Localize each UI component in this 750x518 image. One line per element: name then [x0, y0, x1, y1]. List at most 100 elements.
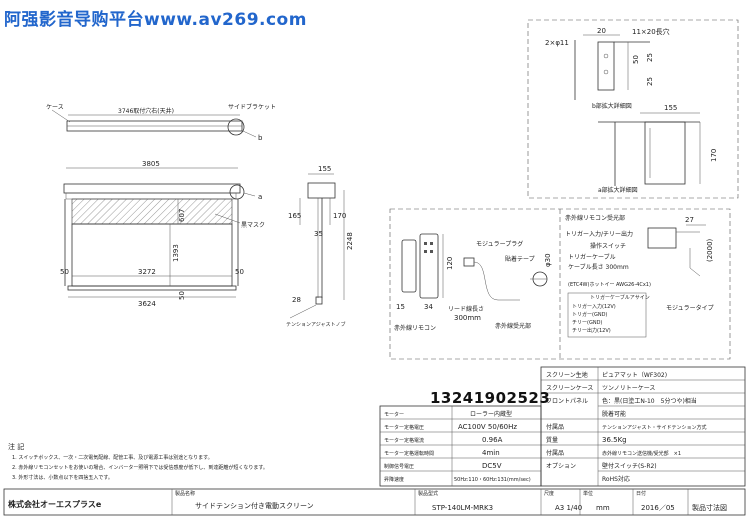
label-trigger-in: トリガー入力/チリー出力: [565, 230, 633, 238]
spec-r-value-4: テンションアジャスト・サイドテンション方式: [602, 424, 707, 431]
spec-l-value-4: DC5V: [482, 462, 502, 470]
spec-table-left: モーター ローラー内蔵型 モーター定格電圧 AC100V 50/60Hz モータ…: [379, 405, 542, 487]
dim-left-edge: 50: [60, 268, 69, 276]
dim-remote-15: 15: [396, 303, 405, 311]
dim-27: 27: [685, 216, 694, 224]
spec-l-label-4: 制御信号電圧: [384, 463, 414, 470]
spec-l-value-5: 50Hz:110・60Hz:131(mm/sec): [454, 477, 531, 483]
dim-side-165: 165: [288, 212, 301, 220]
spec-l-value-0: ローラー内蔵型: [470, 410, 512, 418]
spec-r-label-7: オプション: [546, 463, 576, 470]
note-line-2: 2. 赤外線リモコンセットをお使いの場合、インバーター照明下では受信感度が低下し…: [12, 464, 268, 471]
watermark: 阿强影音导购平台www.av269.com: [4, 10, 307, 30]
title-block: 株式会社オーエスプラスe 製品名称 サイドテンション付き電動スクリーン 製品型式…: [3, 488, 746, 516]
unit-value: mm: [596, 504, 610, 512]
phone-number: 13241902523: [430, 389, 551, 407]
spec-r-label-0: スクリーン生地: [546, 371, 588, 379]
dim-right-edge: 50: [235, 268, 244, 276]
product-name: サイドテンション付き電動スクリーン: [195, 501, 314, 510]
dim-phi30: φ30: [544, 253, 552, 267]
dim-2000: (2000): [706, 238, 714, 262]
spec-r-value-5: 36.5Kg: [602, 436, 627, 444]
model-label: 製品型式: [418, 490, 438, 497]
spec-l-value-1: AC100V 50/60Hz: [458, 423, 517, 431]
dim-side-2248: 2248: [346, 232, 354, 250]
label-side-bracket: サイドブラケット: [228, 103, 276, 111]
notes-title: 注 記: [8, 442, 24, 451]
spec-r-label-4: 付属品: [546, 423, 564, 431]
spec-l-value-3: 4min: [482, 449, 500, 457]
label-black-mask: 黒マスク: [241, 222, 265, 229]
dim-detail-a-170: 170: [710, 149, 718, 162]
scale-label: 尺度: [544, 490, 554, 497]
side-view: 155 165 170 35 2248 28 テンションアジャストノブ: [286, 165, 354, 328]
label-case: ケース: [46, 104, 64, 111]
spec-r-value-7: 壁付スイッチ(S-R2): [602, 462, 657, 470]
spec-r-value-8: RoHS対応: [602, 475, 630, 483]
label-receiver-top: 赤外線リモコン受光部: [565, 214, 625, 222]
status-value: 製品寸法図: [692, 503, 727, 512]
unit-label: 単位: [583, 490, 593, 497]
spec-r-value-1: ツンノリトーケース: [602, 385, 655, 392]
trigger-table-title: トリガーケーブルアサイン: [590, 294, 650, 301]
spec-r-value-2: 色：黒(日塗工N-10 5分つや)相当: [602, 397, 697, 405]
spec-r-label-1: スクリーンケース: [546, 385, 593, 392]
trigger-row-2: トリガー(GND): [572, 311, 607, 318]
dim-detail-25b: 25: [646, 77, 654, 86]
label-a: a: [258, 193, 262, 201]
label-tension: テンションアジャストノブ: [286, 321, 346, 328]
spec-r-value-0: ピュアマット（WF302): [602, 372, 667, 379]
label-slot: 11×20長穴: [632, 27, 670, 36]
notes: 注 記 1. スイッチボックス、一次・二次電気配線、配管工事、及び電源工事は別途…: [8, 442, 268, 481]
spec-r-value-3: 脱着可能: [602, 410, 626, 418]
spec-l-label-2: モーター定格電流: [384, 437, 424, 444]
dim-remote-34: 34: [424, 303, 433, 311]
trigger-row-4: チリー出力(12V): [572, 327, 611, 334]
dim-mask: 607: [178, 209, 186, 222]
detail-b: 2×φ11 20 11×20長穴 50 25 25 b部拡大詳細図: [527, 19, 739, 199]
label-modular: モジュラープラグ: [476, 240, 523, 248]
spec-l-label-3: モーター定格運転時間: [384, 450, 434, 457]
label-remote: 赤外線リモコン: [394, 324, 436, 332]
label-tape: 貼着テープ: [505, 255, 535, 263]
label-modular-type: モジュラータイプ: [666, 304, 714, 312]
spec-r-label-5: 質量: [546, 436, 558, 444]
label-receiver: 赤外線受光部: [495, 322, 531, 330]
dim-bottom-small: 50: [178, 291, 186, 300]
dim-side-28: 28: [292, 296, 301, 304]
scale-value: A3 1/40: [555, 504, 582, 512]
spec-r-value-6: 赤外線リモコン送信機/受光部 ×1: [602, 450, 681, 457]
remote-section: 120 15 34 赤外線リモコン モジュラープラグ 貼着テープ φ30 リード…: [389, 208, 731, 360]
spec-l-value-2: 0.96A: [482, 436, 503, 444]
dim-height: 1393: [172, 244, 180, 262]
dim-side-170: 170: [333, 212, 346, 220]
spec-table-right: スクリーン生地 ピュアマット（WF302) スクリーンケース ツンノリトーケース…: [540, 366, 746, 487]
caption-detail-a: a部拡大詳細図: [598, 186, 638, 194]
spec-r-label-6: 付属品: [546, 449, 564, 457]
spec-l-label-0: モーター: [384, 411, 404, 418]
screen-front-view: 3805 a 黒マスク 607 1393 3272 50 50 50 3624: [60, 160, 265, 308]
dim-detail-20: 20: [597, 27, 606, 35]
label-trigger-cable: トリガーケーブル: [568, 253, 616, 261]
dim-bottom: 3624: [138, 300, 156, 308]
model-value: STP-140LM-MRK3: [432, 504, 493, 512]
dim-side-35: 35: [314, 230, 323, 238]
case-top-view: ケース 3746取付穴右(天井) サイドブラケット b: [46, 103, 276, 142]
spec-r-label-2: フロントパネル: [546, 398, 588, 405]
name-label: 製品名称: [175, 490, 195, 497]
trigger-row-3: チリー(GND): [572, 320, 602, 326]
label-cable-len: ケーブル長さ 300mm: [568, 263, 629, 271]
dim-side-155: 155: [318, 165, 331, 173]
label-holes: 2×φ11: [545, 39, 569, 47]
spec-l-label-5: 昇降速度: [384, 476, 404, 483]
date-value: 2016／05: [641, 504, 675, 512]
label-mount: 3746取付穴右(天井): [118, 107, 174, 115]
note-line-1: 1. スイッチボックス、一次・二次電気配線、配管工事、及び電源工事は別途となりま…: [12, 454, 213, 461]
dim-detail-50: 50: [632, 55, 640, 64]
label-b: b: [258, 134, 263, 142]
dim-detail-25a: 25: [646, 53, 654, 62]
date-label: 日付: [636, 490, 646, 497]
trigger-row-1: トリガー入力(12V): [572, 303, 616, 310]
caption-detail-b: b部拡大詳細図: [592, 102, 632, 110]
